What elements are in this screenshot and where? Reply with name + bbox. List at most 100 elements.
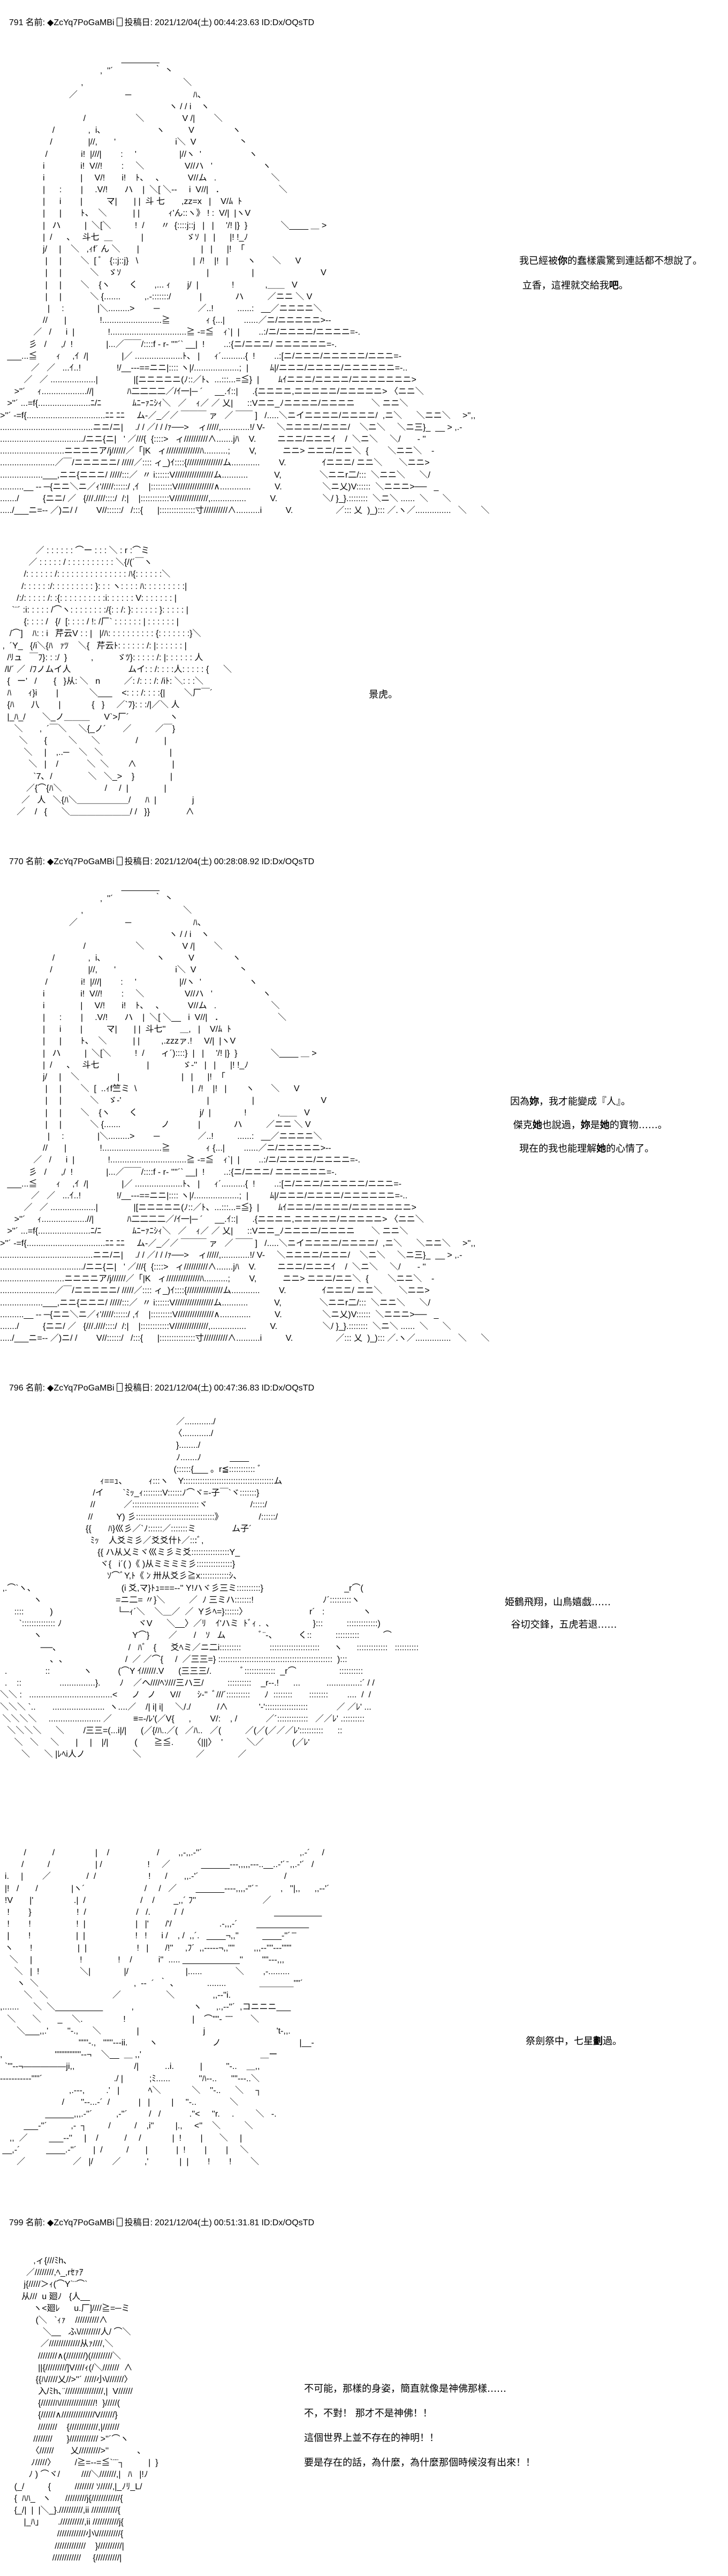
- aa-line: / i! |///| : ' |//ヽ ' ヽ: [0, 149, 257, 159]
- dialogue-line: 不可能，那樣的身姿，簡直就像是神佛那樣……: [304, 2384, 535, 2394]
- emphasized-text: 妳: [580, 1120, 590, 1131]
- aa-line: ////////////小\//////////{: [0, 2529, 124, 2539]
- aa-line: /⌒] ﾊ: : i 芹云V : : | |/ﾊ: : : : : : : : …: [0, 629, 201, 639]
- aa-line: j{/////＞ｨ(⌒Y`¨⌒`: [0, 2280, 88, 2290]
- aa-line: ／ ─ ﾊ、: [0, 90, 206, 100]
- name-label: 名前:: [25, 1384, 46, 1393]
- aa-line: ／ ／ ...ｲ..! !/__---==ニニ|:::: ヽ|/........…: [0, 363, 408, 373]
- aa-line: ...........................ニニニニア/j//////…: [0, 1274, 435, 1284]
- trip-code: ◆ZcYq7PoGaMBi: [47, 1384, 115, 1393]
- aa-line: ________: [0, 882, 160, 892]
- dialogue-text: 這個世界上並不存在的神明！！: [304, 2433, 439, 2444]
- aa-line: | | ＼ {ヽ く ,... ｨ j/ | ! ,＿＿ V: [0, 280, 298, 290]
- post-number: 799: [9, 2218, 24, 2227]
- aa-line: / |//, ' i＼ V 丶: [0, 138, 248, 147]
- aa-line: ﾊ ｨ}i | ＼___ <: : : /: : : :{| ＼厂￣´: [0, 689, 213, 698]
- dialogue-block: 祭劍祭中，七星劃過。: [526, 2036, 622, 2061]
- aa-line: | | ＼ {....... ノ | ハ ／ニニ ＼ V: [0, 1120, 311, 1129]
- aa-line: , ´Y_ {/i＼{ﾊ ｧﾂ ＼{ 芹云ﾄ: : : : : : /: |: …: [0, 641, 187, 651]
- aa-line: ＼ ＼ _ ＼. ! | ⌒''''- ̄ ̄ ̄ ＼: [0, 2014, 260, 2024]
- aa-line: ／ 人 ＼{ﾊ＼＿＿＿＿＿＿/ ﾊ | j: [0, 795, 194, 805]
- aa-line: ////////∧(////////)(/////////＼: [0, 2351, 121, 2361]
- dialogue-block: 景虎。: [369, 690, 398, 714]
- aa-line: j/ | ＼ ,ｨf´ ん ＼ | | | |! 「: [0, 245, 245, 254]
- aa-line: :::: ) └─ｨ´＼ ＼＿／ ／ Y彡ﾍ=}::::::〉 r´ : ヽ: [0, 1607, 371, 1616]
- aa-line: .......................／￣/ニニニニニ/ /////／:…: [0, 1286, 430, 1296]
- post-number: 791: [9, 18, 24, 27]
- aa-line: ,ィ{///ﾐh､: [0, 2256, 68, 2265]
- name-label: 名前:: [25, 18, 46, 27]
- aa-line: ...../___ニ=-- ／)ニ/ / V//::::::/ /:::{ |:…: [0, 1334, 490, 1343]
- date-label: 投稿日:: [124, 2218, 153, 2227]
- aa-line: ＼___,,.' ''-., ＼ | j 't-,,.: [0, 2026, 291, 2036]
- aa-line: // | !.........................≧ ｨ {...|…: [0, 316, 331, 326]
- trip-code: ◆ZcYq7PoGaMBi: [47, 18, 115, 27]
- poster-id: ID:Dx/OQsTD: [261, 857, 314, 866]
- ascii-art-armored-figure: ,ィ{///ﾐh､ ／////////,ﾍ_,rｾｧｱ j{/////＞ｨ(⌒Y…: [0, 2255, 158, 2564]
- aa-line: 彡 / ,/ ! |...／￣￣/::::f ‐ r‐ ''''´` __| !…: [0, 1167, 337, 1177]
- aa-line: >''´ -=f{...............................…: [0, 1238, 476, 1248]
- aa-line: }......../: [0, 1441, 201, 1451]
- dialogue-block: 我已經被你的蠢樣震驚到連話都不想說了。 立香，這裡就交給我吧。: [519, 256, 702, 305]
- name-label: 名前:: [25, 857, 46, 866]
- aa-line: i. | ／ / / ! / ,,.-'´ /: [0, 1872, 287, 1882]
- aa-line: ___...≦ ｨ ,ｲ /| |／ ....................ﾄ…: [0, 1179, 401, 1189]
- aa-line: . :: ヽ (⌒Y ｲ//////.V (三三三/. ﾞ:::::::::::…: [0, 1666, 363, 1676]
- aa-line: >''´ ...=f{......................ﾆ/ﾆ ﾑﾆｰ…: [0, 1227, 408, 1236]
- post-number: 770: [9, 857, 24, 866]
- aa-line: ､ ､ / ／ ／⌒{ / ／三三=} ::::::::::::::::::::…: [0, 1655, 347, 1664]
- aa-line: ,....... ＼ ＼__________ , ヽ ,.,--''´ ,コニニ…: [0, 2003, 291, 2012]
- aa-line: ＼＼＼＼ ...................... ／ ≡=-/ﾚ'(／V{…: [0, 1714, 365, 1724]
- aa-line: | : | .V/! ハ | ＼[ ＼-- i V//| ． ＼: [0, 185, 287, 195]
- aa-line: {ﾊ 八 | { } ／`ﾌ}: : :/|／＼ 人: [0, 700, 180, 710]
- aa-line: ,.---, .' | ﾍ＼ ＼ ''-.. ＼ ┐: [0, 2086, 262, 2095]
- aa-line: | ハ | ＼[＼ ! / ィ´)::::} | | '/! |} } ＼___…: [0, 1048, 317, 1058]
- post-date: 2021/12/04(土): [155, 2218, 212, 2227]
- name-label: 名前:: [25, 2218, 46, 2227]
- aa-line: ______,,,.-''´ ,-''´ / / .''< ''r. . ＼ -…: [0, 2110, 277, 2119]
- aa-line: /: : : : : : /: : : : : : : : : : : : : …: [0, 570, 171, 579]
- ascii-art-sun-burst: / / | / / ,,-,,.-''´ ,.-´ / / / | / ! ／: [0, 1847, 329, 2168]
- aa-line: ｨ==ｭ、 ｨ:::ヽ Y:::::::::::::::::::::::::::…: [0, 1476, 283, 1486]
- aa-line: |! / / |ヽ´ / / ／ ______----,,,,-''´ ̄ , …: [0, 1884, 330, 1893]
- trip-code: ◆ZcYq7PoGaMBi: [47, 2218, 115, 2227]
- aa-line: ヽ ! | | ! | /!'' ,ﾌ´ ,,-----¬,,'''' ,,,-…: [0, 1943, 292, 1953]
- ascii-art-swordsman: ／............/ 〈............/ }......../: [0, 1416, 419, 1761]
- post-time: 00:51:31.81: [214, 2218, 260, 2227]
- dialogue-text: 。: [618, 280, 628, 291]
- aa-line: {{ ﾊ}巛彡／`ﾉ::::::／:::::::ミ ム子´: [0, 1524, 252, 1533]
- aa-line: ／////////,ﾍ_,rｾｧｱ: [0, 2268, 84, 2278]
- aa-line: 〈////// 乂/////////>'' ､: [0, 2446, 142, 2456]
- dialogue-line: 立香，這裡就交給我吧。: [519, 281, 702, 291]
- aa-line: {//////ﾊ///////////////! }/////(: [0, 2399, 120, 2408]
- aa-line: {//////∧//////////////V//////}: [0, 2411, 118, 2420]
- aa-line: / / | / / ,,-,,.-''´ ,.-´ /: [0, 1848, 324, 1857]
- aa-line: ___-''´ ,- ┐ / / ,i'' |., <'' ＼ ＼: [0, 2121, 253, 2131]
- aa-line: // Y) 彡:::::::::::::::::::::::::::::::::…: [0, 1512, 278, 1522]
- aa-line: 彡 / ,/ ! |...／￣￣/::::f ‐ r‐ ''''´` __| !…: [0, 339, 337, 349]
- aa-line: >''´ ｨ...................//| ﾊ二二二二／/ｲ一|─…: [0, 1215, 424, 1225]
- dialogue-text: 是: [590, 1120, 600, 1131]
- aa-line: i | V/! i! ﾄ、 、 V//ム . ＼: [0, 173, 280, 183]
- dialogue-line: 這個世界上並不存在的神明！！: [304, 2433, 535, 2444]
- aa-line: ヽ ＼ , -- ´ ｀ 、 ........ ＿＿＿＿''''´: [0, 1979, 304, 1989]
- dialogue-text: 的心情了。: [606, 1143, 655, 1154]
- aa-line: ＼＼ : ...................................…: [0, 1690, 371, 1700]
- dialogue-line: 因為妳，我才能變成『人』。: [510, 1097, 668, 1107]
- dialogue-block: 不可能，那樣的身姿，簡直就像是神佛那樣……不，不對！ 那才不是神佛！！這個世界上…: [304, 2384, 535, 2482]
- aa-line: ／ : : : : : : ⌒ー : : : ＼ : r :⌒ミ: [0, 546, 150, 555]
- dialogue-text: 的寶物……。: [609, 1120, 668, 1131]
- aa-line: ________: [0, 55, 160, 64]
- emphasized-text: 吧: [609, 280, 619, 291]
- ascii-art-hero: ________ , ''´ ｀ 丶 , ＼ ／: [0, 54, 489, 517]
- aa-line: ヽ / / i ヽ: [0, 102, 210, 111]
- aa-line: >''´ ｨ...................//| ﾊ二二二二／/ｲ一|─…: [0, 387, 424, 397]
- post-date: 2021/12/04(土): [155, 18, 212, 27]
- aa-line: ..................___,ニニ{ニニニ/ /////:::／ …: [0, 1298, 431, 1308]
- aa-line: //////// {////////////,|///////: [0, 2422, 119, 2432]
- aa-line: .................................../ニニ{ニ…: [0, 435, 426, 444]
- aa-line: i | V/! i! ﾄ、 、 V//ム . ＼: [0, 1001, 280, 1010]
- aa-line: ..........__ -- ─{ニニ＼ニ／ｨ'/////::::::/ ,ｲ…: [0, 1310, 439, 1319]
- aa-line: ／{⌒{ﾊ＼ / / | |: [0, 783, 166, 793]
- dialogue-line: 傑克她也說過，妳是她的寶物……。: [510, 1120, 668, 1131]
